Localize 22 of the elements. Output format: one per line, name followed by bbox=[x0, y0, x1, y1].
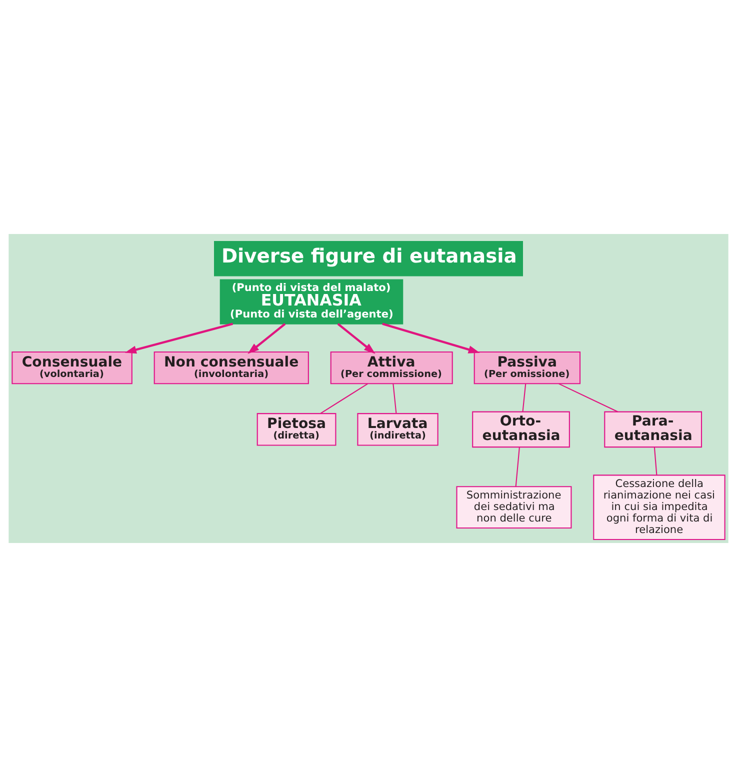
node-box: Consensuale (volontaria) bbox=[12, 350, 132, 384]
node-box: (Punto di vista del malato) EUTANASIA (Punto di vista dell’agente) bbox=[220, 278, 404, 324]
node-box: Pietosa (diretta) bbox=[256, 412, 336, 446]
arrow bbox=[382, 322, 480, 353]
node-box: Non consensuale (involontaria) bbox=[154, 350, 309, 384]
node-box: Attiva (Per commissione) bbox=[330, 350, 453, 384]
diagram-title: Diverse figure di eutanasia bbox=[221, 244, 517, 268]
connector bbox=[654, 446, 658, 475]
node-box: Passiva (Per omissione) bbox=[474, 350, 581, 384]
connector bbox=[392, 383, 397, 413]
connector bbox=[522, 383, 526, 412]
node-box: Cessazione della rianimazione nei casi in cui sia impedita ogni forma di vita di relazione bbox=[593, 474, 726, 540]
connector bbox=[320, 382, 368, 414]
arrow bbox=[124, 322, 234, 354]
arrow bbox=[248, 322, 286, 354]
node-box: Somministrazione dei sedativi ma non delle cure bbox=[456, 486, 572, 528]
arrow bbox=[337, 322, 376, 354]
connector bbox=[558, 382, 618, 412]
node-box: Larvata (indiretta) bbox=[357, 412, 438, 446]
node-box: Para- eutanasia bbox=[604, 410, 702, 448]
connector bbox=[515, 446, 520, 486]
node-box: Orto- eutanasia bbox=[472, 410, 570, 448]
